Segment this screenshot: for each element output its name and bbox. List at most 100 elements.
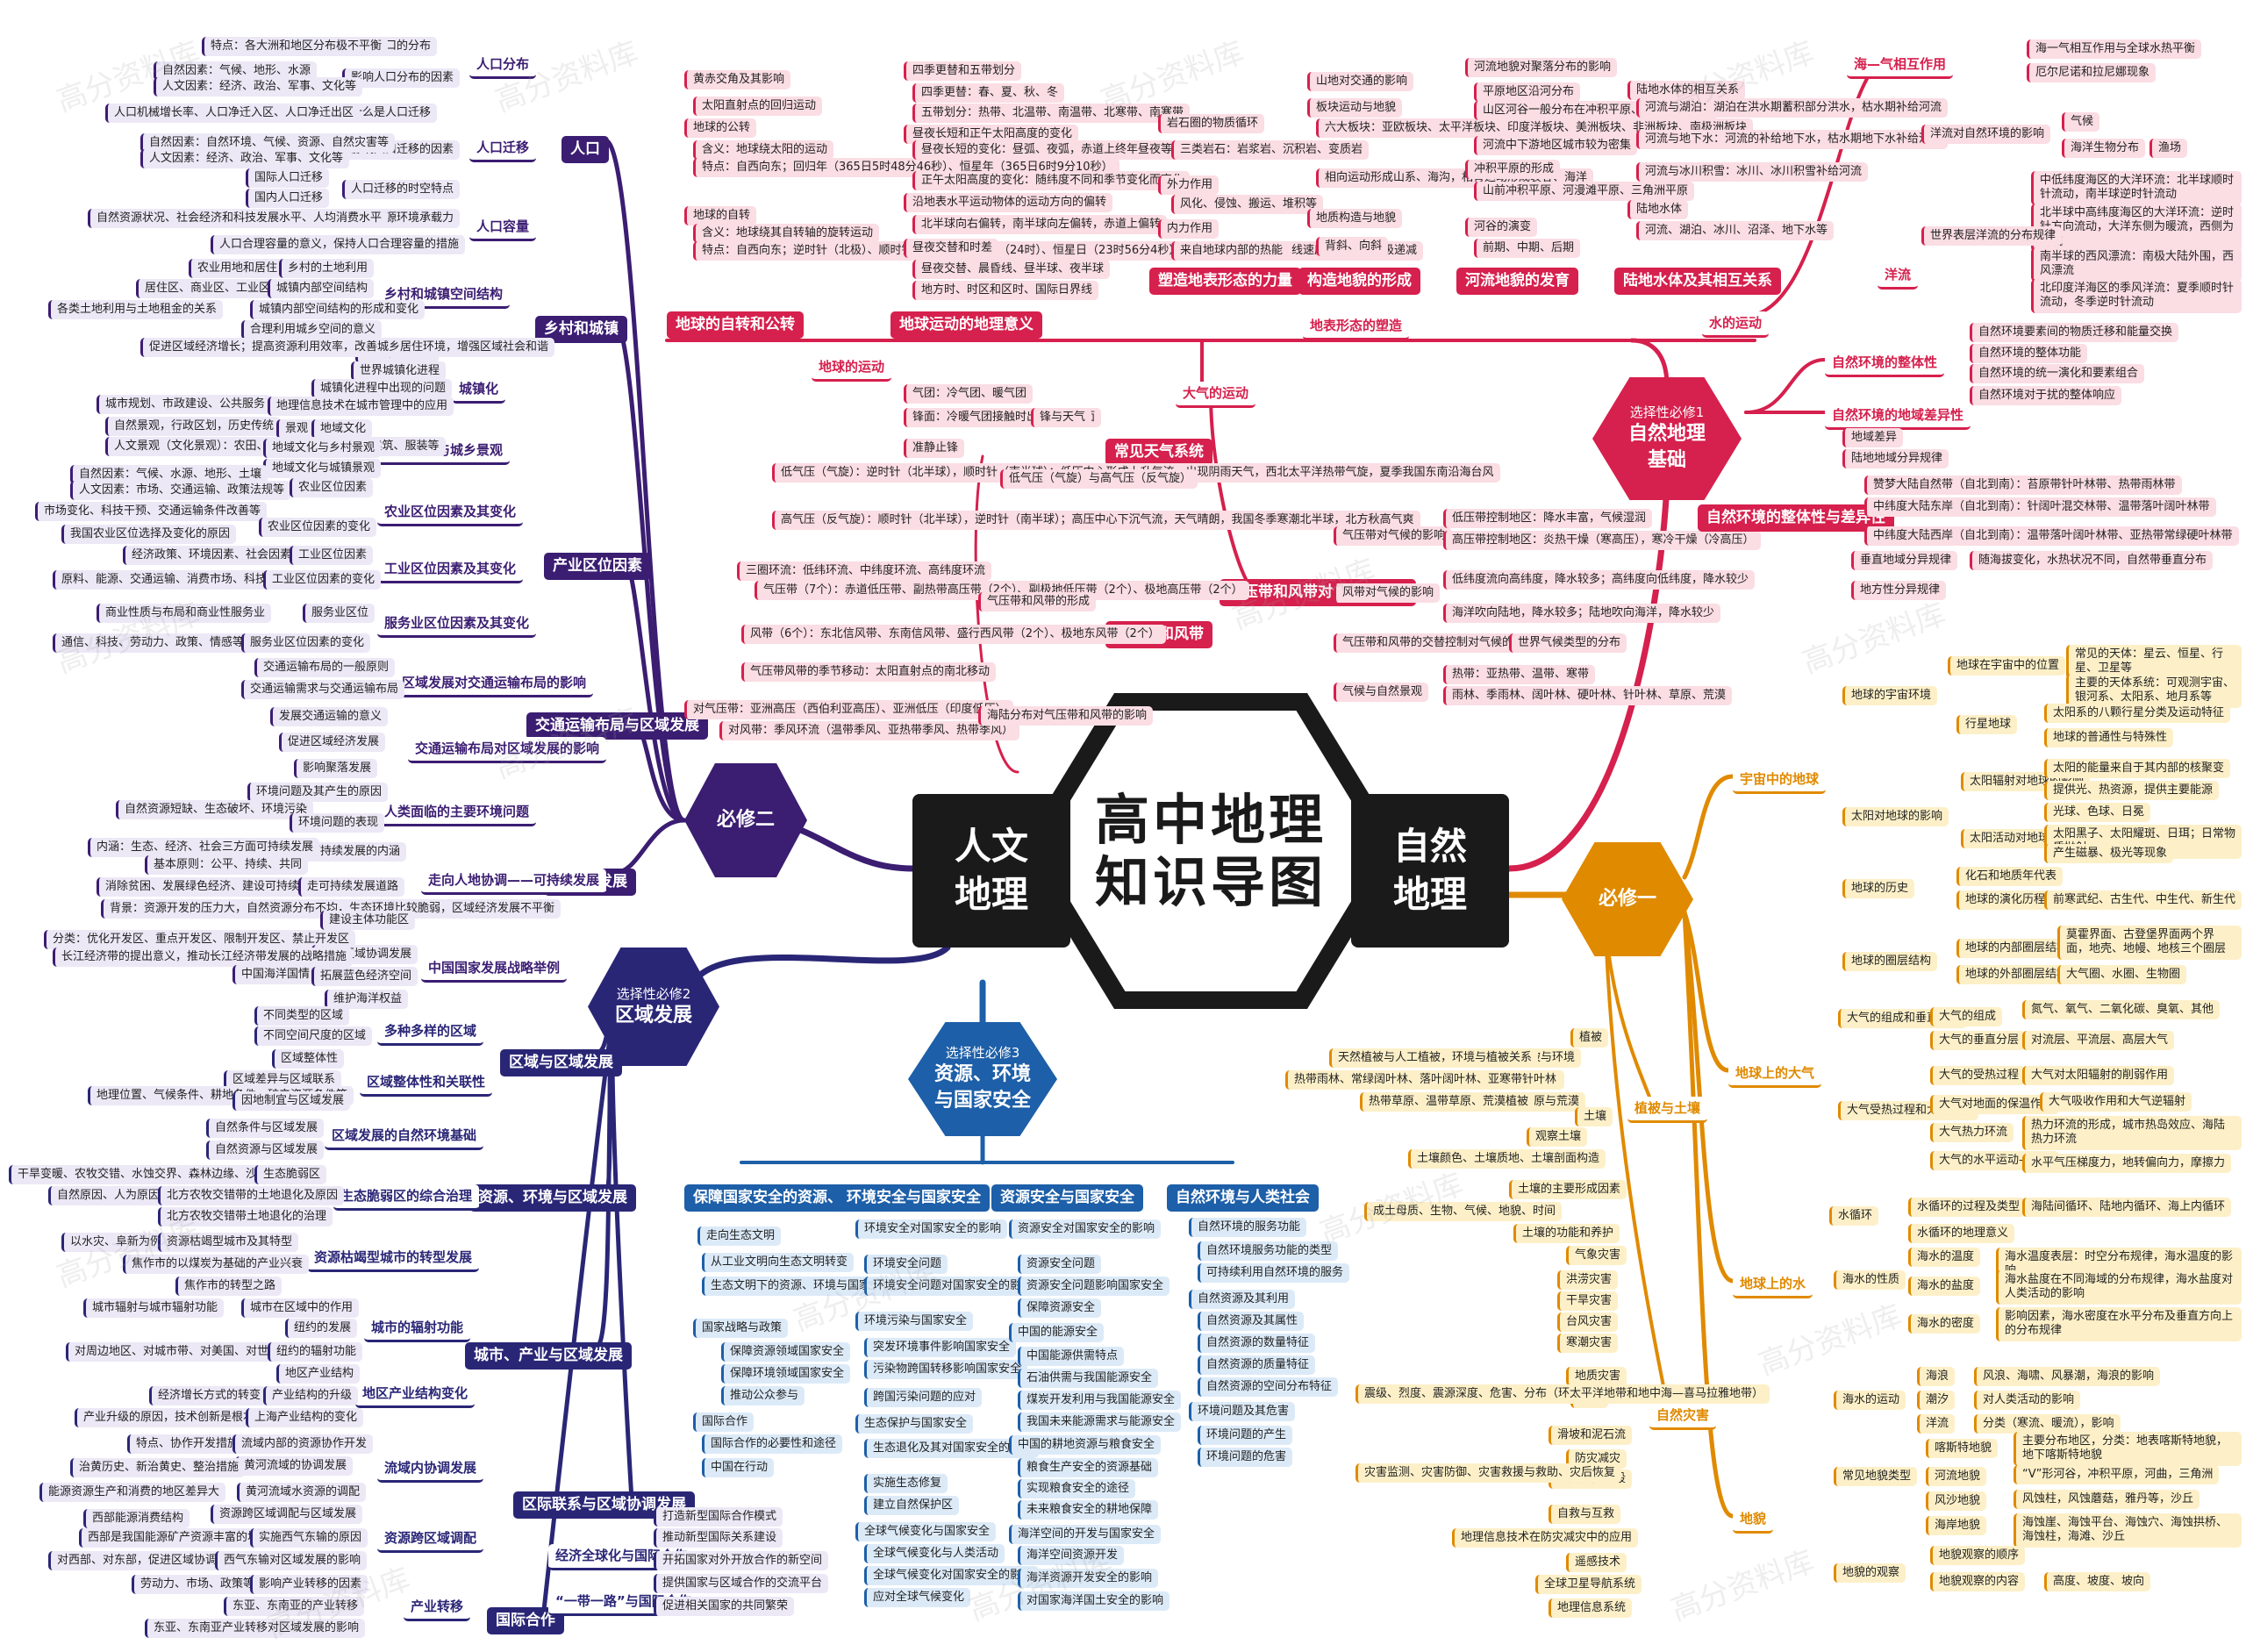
- leaf-node: 冲积平原的形成: [1465, 160, 1561, 180]
- leaf-node: 海洋资源开发安全的影响: [1018, 1569, 1159, 1589]
- leaf-node: 产业结构的升级: [263, 1386, 359, 1406]
- leaf-node: 西部能源消费结构: [83, 1509, 190, 1529]
- leaf-node: 自救与互救: [1549, 1505, 1621, 1525]
- leaf-node: 太阳直射点的回归运动: [693, 97, 823, 117]
- leaf-node: 国家战略与政策: [693, 1319, 789, 1339]
- leaf-node: 保障资源领域国家安全: [721, 1342, 851, 1362]
- leaf-node: 高气压（反气旋）：顺时针（北半球），逆时针（南半球）；高压中心下沉气流，天气晴朗…: [772, 511, 1420, 531]
- leaf-node: 走可持续发展道路: [298, 877, 405, 898]
- leaf-node: 分类（寒流、暖流），影响: [1974, 1414, 2121, 1434]
- leaf-node: 实施生态修复: [864, 1474, 948, 1494]
- leaf-node: 自然环境对于扰的整体响应: [1970, 386, 2122, 406]
- leaf-node: 雨林、季雨林、阔叶林、硬叶林、针叶林、草原、荒漠: [1443, 686, 1733, 706]
- leaf-node: 促进相关国家的共同繁荣: [654, 1597, 795, 1617]
- link-atmo: [1209, 393, 1248, 581]
- subtopic-node: 资源跨区域调配: [377, 1527, 484, 1553]
- leaf-node: 三圈环流：低纬环流、中纬度环流、高纬度环流: [737, 561, 992, 582]
- leaf-node: 河流与冰川积雪：冰川、冰川积雪补给河流: [1636, 162, 1869, 182]
- leaf-node: 背景：资源开发的压力大，自然资源分布不均，生态环境比较脆弱，区域经济发展不平衡: [101, 899, 562, 919]
- link-xuanze1-zhengti: [1744, 358, 1827, 414]
- leaf-node: 环境问题的表现: [290, 813, 385, 833]
- leaf-node: 中低纬度海区的大洋环流：北半球顺时针流动，南半球逆时针流动: [2031, 171, 2242, 205]
- topic-node: 河流地貌的发育: [1456, 268, 1578, 296]
- leaf-node: 前期、中期、后期: [1474, 239, 1581, 259]
- leaf-node: 服务业区位因素的变化: [241, 633, 371, 654]
- leaf-node: 农业区位因素的变化: [259, 518, 377, 538]
- leaf-node: 大气对地面的保温作用: [1930, 1095, 2060, 1115]
- leaf-node: 昼夜交替、晨昏线、昼半球、夜半球: [912, 260, 1111, 280]
- leaf-node: 因地制宜与区域发展: [232, 1091, 351, 1112]
- leaf-node: 世界表层洋流的分布规律: [1921, 226, 2063, 247]
- subtopic-node: 海—气相互作用: [1847, 53, 1954, 79]
- leaf-node: 影响人口分布的因素: [342, 68, 461, 89]
- leaf-node: 开拓国家对外开放合作的新空间: [654, 1551, 829, 1571]
- leaf-node: 交通运输布局的一般原则: [254, 658, 396, 678]
- leaf-node: 喀斯特地貌: [1926, 1439, 1999, 1459]
- leaf-node: 自然环境服务功能的类型: [1198, 1241, 1339, 1262]
- leaf-node: 干旱变暖、农牧交错、水蚀交界、森林边缘、沙漠边缘等: [9, 1165, 310, 1185]
- leaf-node: 自然资源状况、社会经济和科技发展水平、人均消费水平: [88, 209, 389, 229]
- leaf-node: 垂直地域分异规律: [1851, 551, 1958, 571]
- leaf-node: 全球卫星导航系统: [1535, 1575, 1642, 1595]
- leaf-node: 海岸地貌: [1926, 1516, 1987, 1536]
- leaf-node: 通信、科技、劳动力、政策、情感等: [53, 633, 251, 654]
- leaf-node: 自然资源及其利用: [1189, 1290, 1296, 1310]
- center-title-block: 高中地理 知识导图: [1040, 711, 1382, 991]
- leaf-node: 河流与地下水：河流的补给地下水，枯水期地下水补给河流: [1636, 130, 1949, 150]
- leaf-node: 渔场: [2149, 139, 2188, 159]
- leaf-node: 地域差异: [1842, 428, 1904, 448]
- leaf-node: 实现粮食安全的途径: [1018, 1479, 1136, 1499]
- leaf-node: 不同空间尺度的区域: [254, 1026, 373, 1047]
- subtopic-node: 地球的运动: [812, 355, 892, 382]
- leaf-node: 特点：各大洲和地区分布极不平衡: [202, 37, 389, 57]
- leaf-node: 莫霍界面、古登堡界面两个界面，地壳、地幔、地核三个圈层: [2057, 926, 2242, 960]
- leaf-node: 河流地貌对聚落分布的影响: [1465, 58, 1618, 78]
- link-bixiu2-ren: [603, 138, 687, 823]
- leaf-node: 影响因素，海水密度在水平分布及垂直方向上的分布规律: [1996, 1307, 2242, 1341]
- leaf-node: 地域文化与乡村景观: [263, 439, 382, 459]
- leaf-node: 环境问题的危害: [1198, 1448, 1293, 1468]
- leaf-node: 资源跨区域调配与区域发展: [211, 1505, 363, 1525]
- leaf-node: 北半球中高纬度海区的大洋环流：逆时针方向流动，大洋东侧为暖流，西侧为寒流: [2031, 204, 2242, 252]
- leaf-node: 煤炭开发利用与我国能源安全: [1018, 1391, 1182, 1411]
- leaf-node: 居住区、商业区、工业区等: [136, 279, 289, 299]
- topic-node: 资源、环境与区域发展: [469, 1184, 636, 1212]
- subtopic-node: 区域发展的自然环境基础: [325, 1124, 484, 1150]
- leaf-node: 台风灾害: [1557, 1312, 1619, 1333]
- leaf-node: 发展交通运输的意义: [270, 707, 389, 727]
- subtopic-node: 资源枯竭型城市的转型发展: [307, 1246, 480, 1272]
- leaf-node: 世界气候类型的分布: [1509, 633, 1627, 654]
- human-geography-label: 人文 地理: [912, 794, 1070, 948]
- subtopic-node: 地球上的水: [1733, 1272, 1813, 1298]
- leaf-node: 产生磁暴、极光等现象: [2044, 844, 2174, 864]
- center-title-line1: 高中地理: [1094, 787, 1327, 852]
- leaf-node: 资源枯竭型城市及其特型: [158, 1233, 299, 1253]
- leaf-node: 洪涝灾害: [1557, 1270, 1619, 1291]
- topic-node: 构造地貌的形成: [1298, 268, 1420, 296]
- leaf-node: 消除贫困、发展绿色经济、建设可持续社会: [97, 877, 329, 898]
- leaf-node: 保障资源安全: [1018, 1298, 1102, 1319]
- leaf-node: 能源资源生产和消费的地区差异大: [39, 1483, 226, 1503]
- leaf-node: 对气压带：亚洲高压（西伯利亚高压）、亚洲低压（印度低压）: [684, 700, 1013, 720]
- topic-node: 城市、产业与区域发展: [465, 1342, 632, 1370]
- leaf-node: 海水盐度在不同海域的分布规律，海水盐度对人类活动的影响: [1996, 1270, 2242, 1305]
- leaf-node: 环境问题的产生: [1198, 1426, 1293, 1446]
- subtopic-node: 城市的辐射功能: [364, 1316, 471, 1342]
- leaf-node: 海水的温度: [1908, 1248, 1981, 1268]
- leaf-node: 可持续发展的内涵: [300, 842, 407, 862]
- leaf-node: 海洋生物分布: [2062, 139, 2146, 159]
- leaf-node: 震级、烈度、震源深度、危害、分布（环太平洋地带和地中海—喜马拉雅地带）: [1355, 1384, 1770, 1405]
- leaf-node: 大气圈、水圈、生物圈: [2057, 965, 2187, 985]
- leaf-node: 土壤的功能和养护: [1513, 1224, 1620, 1244]
- leaf-node: 大气热力环流: [1930, 1123, 2014, 1143]
- leaf-node: 合理利用城乡空间的意义: [241, 320, 383, 340]
- leaf-node: 乡村的土地利用: [279, 259, 375, 279]
- leaf-node: 海洋吹向陆地，降水较多；陆地吹向海洋，降水较少: [1443, 604, 1721, 624]
- leaf-node: 东亚、东南亚产业转移对区域发展的影响: [145, 1619, 366, 1639]
- leaf-node: 地质灾害: [1566, 1367, 1627, 1387]
- leaf-node: 对国家海洋国土安全的影响: [1018, 1591, 1170, 1612]
- leaf-node: 太阳的能量来自于其内部的核聚变: [2044, 759, 2231, 779]
